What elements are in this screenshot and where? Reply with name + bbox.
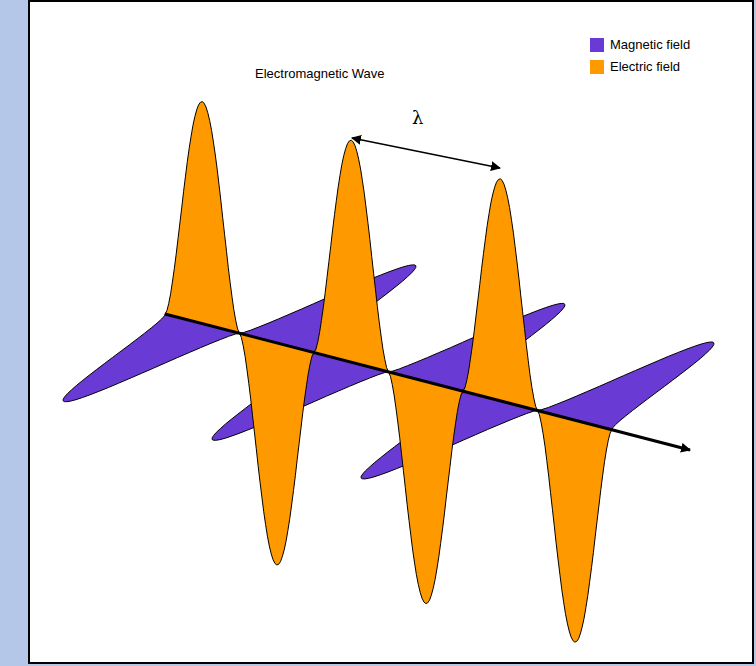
electric-lobe [463,179,538,411]
legend-label: Magnetic field [610,37,690,52]
diagram-title: Electromagnetic Wave [255,66,385,81]
electric-lobe [314,140,389,372]
electric-lobe [538,411,613,643]
legend-label: Electric field [610,59,680,74]
wavelength-arrow [352,138,500,168]
electric-lobe [240,333,315,565]
background-panel [28,0,754,664]
legend-swatch [590,60,604,74]
legend-swatch [590,38,604,52]
wavelength-label: λ [410,107,425,128]
electric-lobe [389,372,464,604]
electric-lobe [165,102,240,334]
propagation-axis [165,314,690,450]
magnetic-field-wave [63,265,714,479]
